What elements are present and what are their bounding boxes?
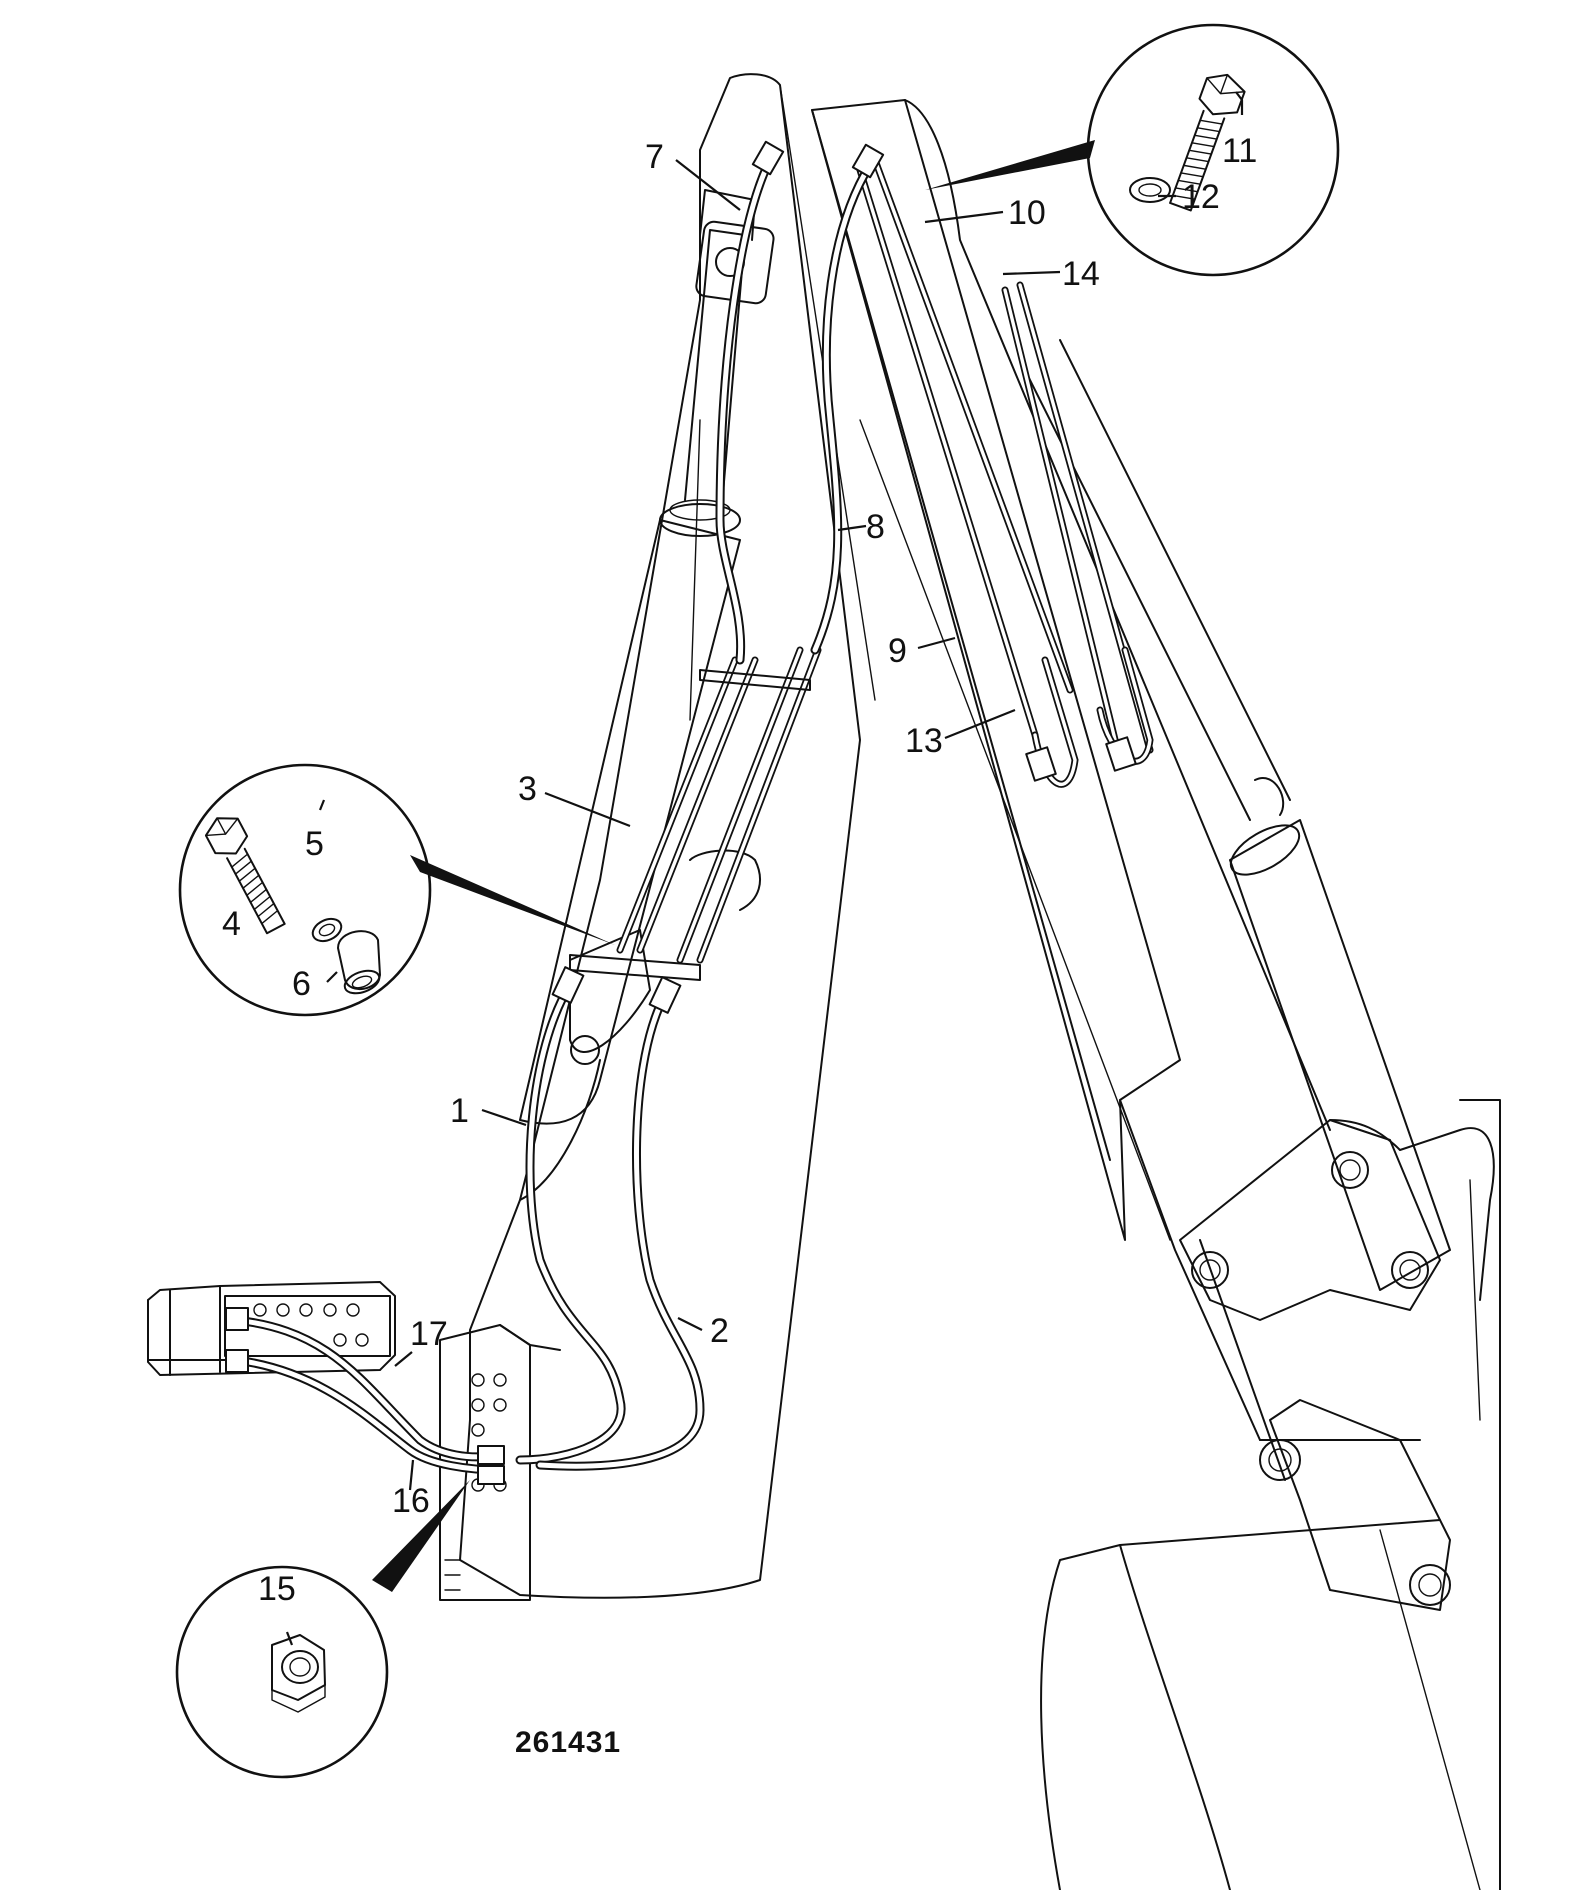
callout-labels: 7 8 9 10 11 12 13 14 3 1 2 17 16 4 5 6 1…	[222, 132, 1257, 1608]
callout-14: 14	[1062, 255, 1100, 293]
callout-9: 9	[888, 632, 907, 670]
boom	[811, 99, 1421, 1481]
figure-reference-number: 261431	[515, 1726, 621, 1759]
callout-17: 17	[410, 1315, 448, 1353]
callout-6: 6	[292, 965, 311, 1003]
inset-nut-15	[175, 1480, 470, 1779]
dipper-ram	[519, 189, 775, 1125]
callout-8: 8	[866, 508, 885, 546]
callout-16: 16	[392, 1482, 430, 1520]
boom-ram	[1019, 339, 1451, 1291]
hydraulic-lines	[225, 140, 1154, 1485]
callout-7: 7	[645, 138, 664, 176]
manifold-block	[439, 1324, 561, 1601]
callout-leaders	[285, 91, 1244, 1646]
callout-10: 10	[1008, 194, 1046, 232]
inset-bolt-4-5-6	[178, 763, 615, 1017]
bucket	[1040, 1519, 1481, 1891]
callout-5: 5	[305, 825, 324, 863]
boom-linkage-plates	[1179, 1099, 1501, 1891]
callout-11: 11	[1222, 132, 1257, 170]
inset-bolt-11-12	[925, 23, 1340, 277]
callout-1: 1	[450, 1092, 469, 1130]
dipper-bracket	[569, 849, 761, 1065]
callout-13: 13	[905, 722, 943, 760]
callout-2: 2	[710, 1312, 729, 1350]
callout-15: 15	[258, 1570, 296, 1608]
callout-12: 12	[1182, 178, 1220, 216]
callout-4: 4	[222, 905, 241, 943]
callout-3: 3	[518, 770, 537, 808]
